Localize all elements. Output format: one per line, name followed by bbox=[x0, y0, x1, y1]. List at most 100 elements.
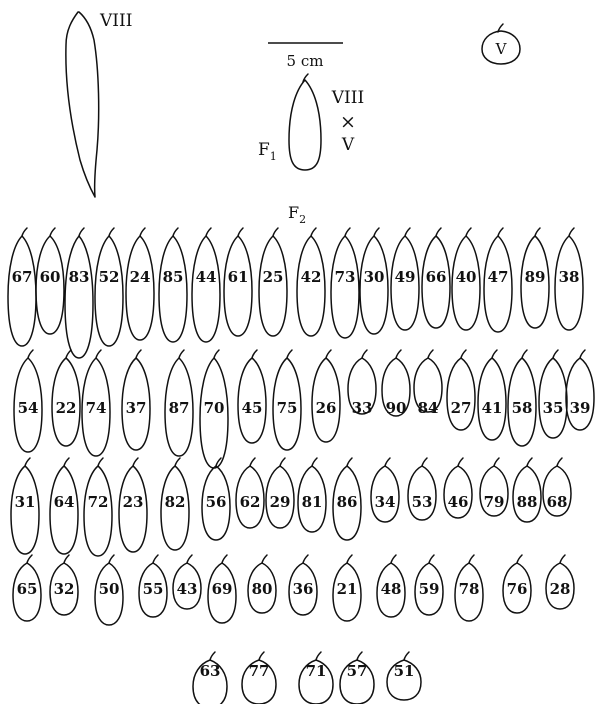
f2-fruit-number: 82 bbox=[165, 493, 186, 511]
f2-fruit-34: 34 bbox=[371, 458, 399, 522]
f2-fruit-stem bbox=[436, 228, 441, 236]
f2-fruit-stem bbox=[98, 458, 103, 466]
f2-fruit-stem bbox=[109, 228, 114, 236]
f2-fruit-23: 23 bbox=[119, 458, 147, 552]
f2-fruit-stem bbox=[187, 555, 192, 563]
f2-fruit-stem bbox=[385, 458, 390, 466]
f2-fruit-stem bbox=[50, 228, 55, 236]
f2-fruit-stem bbox=[326, 350, 331, 358]
f2-fruit-stem bbox=[466, 228, 471, 236]
f2-fruit-outline bbox=[297, 236, 325, 336]
f2-fruit-number: 58 bbox=[512, 399, 533, 417]
f2-fruit-35: 35 bbox=[539, 350, 567, 438]
f2-fruit-55: 55 bbox=[139, 555, 167, 617]
f2-fruit-stem bbox=[238, 228, 243, 236]
f2-fruit-number: 46 bbox=[448, 493, 469, 511]
f2-fruit-52: 52 bbox=[95, 228, 123, 346]
f2-fruit-number: 64 bbox=[54, 493, 75, 511]
f2-fruit-number: 51 bbox=[394, 662, 415, 680]
f2-fruit-stem bbox=[347, 458, 352, 466]
f2-fruit-number: 59 bbox=[419, 580, 440, 598]
f2-fruit-number: 71 bbox=[306, 662, 327, 680]
f2-label: F2 bbox=[288, 203, 306, 226]
f2-fruit-87: 87 bbox=[165, 350, 193, 456]
f2-fruit-56: 56 bbox=[202, 458, 230, 540]
f2-fruit-number: 85 bbox=[163, 268, 184, 286]
f2-fruit-number: 83 bbox=[69, 268, 90, 286]
f2-fruit-number: 33 bbox=[352, 399, 373, 417]
f2-fruit-40: 40 bbox=[452, 228, 480, 330]
f2-fruit-number: 77 bbox=[249, 662, 270, 680]
scale-bar-label: 5 cm bbox=[287, 52, 324, 70]
f2-fruit-stem bbox=[428, 350, 433, 358]
parent-viii-label: VIII bbox=[99, 11, 132, 31]
f2-fruit-stem bbox=[252, 350, 257, 358]
f2-fruit-stem bbox=[560, 555, 565, 563]
f2-fruit-51: 51 bbox=[387, 652, 421, 700]
f2-fruit-25: 25 bbox=[259, 228, 287, 336]
f2-fruit-stem bbox=[498, 228, 503, 236]
f2-fruit-84: 84 bbox=[414, 350, 442, 417]
f2-fruit-70: 70 bbox=[200, 350, 228, 468]
f2-fruit-stem bbox=[391, 555, 396, 563]
f2-fruit-stem bbox=[429, 555, 434, 563]
f2-fruit-number: 55 bbox=[143, 580, 164, 598]
f2-fruit-number: 24 bbox=[130, 268, 151, 286]
f2-fruit-number: 84 bbox=[418, 399, 439, 417]
f1-cross-bottom: V bbox=[341, 135, 355, 155]
f2-fruit-number: 68 bbox=[547, 493, 568, 511]
f2-fruit-number: 34 bbox=[375, 493, 396, 511]
f2-fruit-stem bbox=[316, 652, 321, 660]
f2-fruit-65: 65 bbox=[13, 555, 41, 621]
f2-fruit-outline bbox=[159, 236, 187, 342]
f2-fruit-75: 75 bbox=[273, 350, 301, 450]
f2-fruit-number: 40 bbox=[456, 268, 477, 286]
f2-fruit-stem bbox=[311, 228, 316, 236]
f2-fruit-31: 31 bbox=[11, 458, 39, 554]
f2-fruit-89: 89 bbox=[521, 228, 549, 328]
f2-fruit-outline bbox=[259, 236, 287, 336]
f2-fruit-number: 31 bbox=[15, 493, 36, 511]
f2-fruit-stem bbox=[28, 350, 33, 358]
f2-fruit-74: 74 bbox=[82, 350, 110, 456]
f2-fruit-number: 65 bbox=[17, 580, 38, 598]
parent-viii-fruit-outline bbox=[66, 12, 99, 197]
f2-fruit-stem bbox=[259, 652, 264, 660]
f2-fruit-54: 54 bbox=[14, 350, 42, 452]
f2-fruit-stem bbox=[173, 228, 178, 236]
f2-fruit-90: 90 bbox=[382, 350, 410, 417]
f2-fruit-number: 23 bbox=[123, 493, 144, 511]
f2-fruit-stem bbox=[96, 350, 101, 358]
f2-fruit-stem bbox=[262, 555, 267, 563]
f2-fruit-73: 73 bbox=[331, 228, 359, 338]
f2-fruit-24: 24 bbox=[126, 228, 154, 340]
f2-fruit-29: 29 bbox=[266, 458, 294, 528]
f2-fruit-number: 66 bbox=[426, 268, 447, 286]
f2-fruit-outline bbox=[447, 358, 475, 430]
f2-fruit-39: 39 bbox=[566, 350, 594, 430]
f2-fruit-stem bbox=[140, 228, 145, 236]
f2-fruit-32: 32 bbox=[50, 555, 78, 615]
parent-v-label: V bbox=[495, 40, 508, 58]
f1-fruit-outline bbox=[289, 80, 321, 170]
f2-fruit-44: 44 bbox=[192, 228, 220, 342]
f2-fruit-number: 32 bbox=[54, 580, 75, 598]
f2-fruit-number: 44 bbox=[196, 268, 217, 286]
f2-fruit-number: 47 bbox=[488, 268, 509, 286]
f2-fruit-stem bbox=[214, 350, 219, 358]
f2-fruit-number: 76 bbox=[507, 580, 528, 598]
f2-fruit-stem bbox=[580, 350, 585, 358]
f2-fruit-number: 80 bbox=[252, 580, 273, 598]
f2-fruit-stem bbox=[287, 350, 292, 358]
f2-fruit-number: 70 bbox=[204, 399, 225, 417]
f2-fruit-stem bbox=[535, 228, 540, 236]
f2-fruit-stem bbox=[27, 555, 32, 563]
f2-fruit-stem bbox=[527, 458, 532, 466]
f2-fruit-80: 80 bbox=[248, 555, 276, 613]
f2-fruit-number: 50 bbox=[99, 580, 120, 598]
f2-fruit-number: 43 bbox=[177, 580, 198, 598]
f2-fruit-48: 48 bbox=[377, 555, 405, 617]
f2-fruit-number: 22 bbox=[56, 399, 77, 417]
